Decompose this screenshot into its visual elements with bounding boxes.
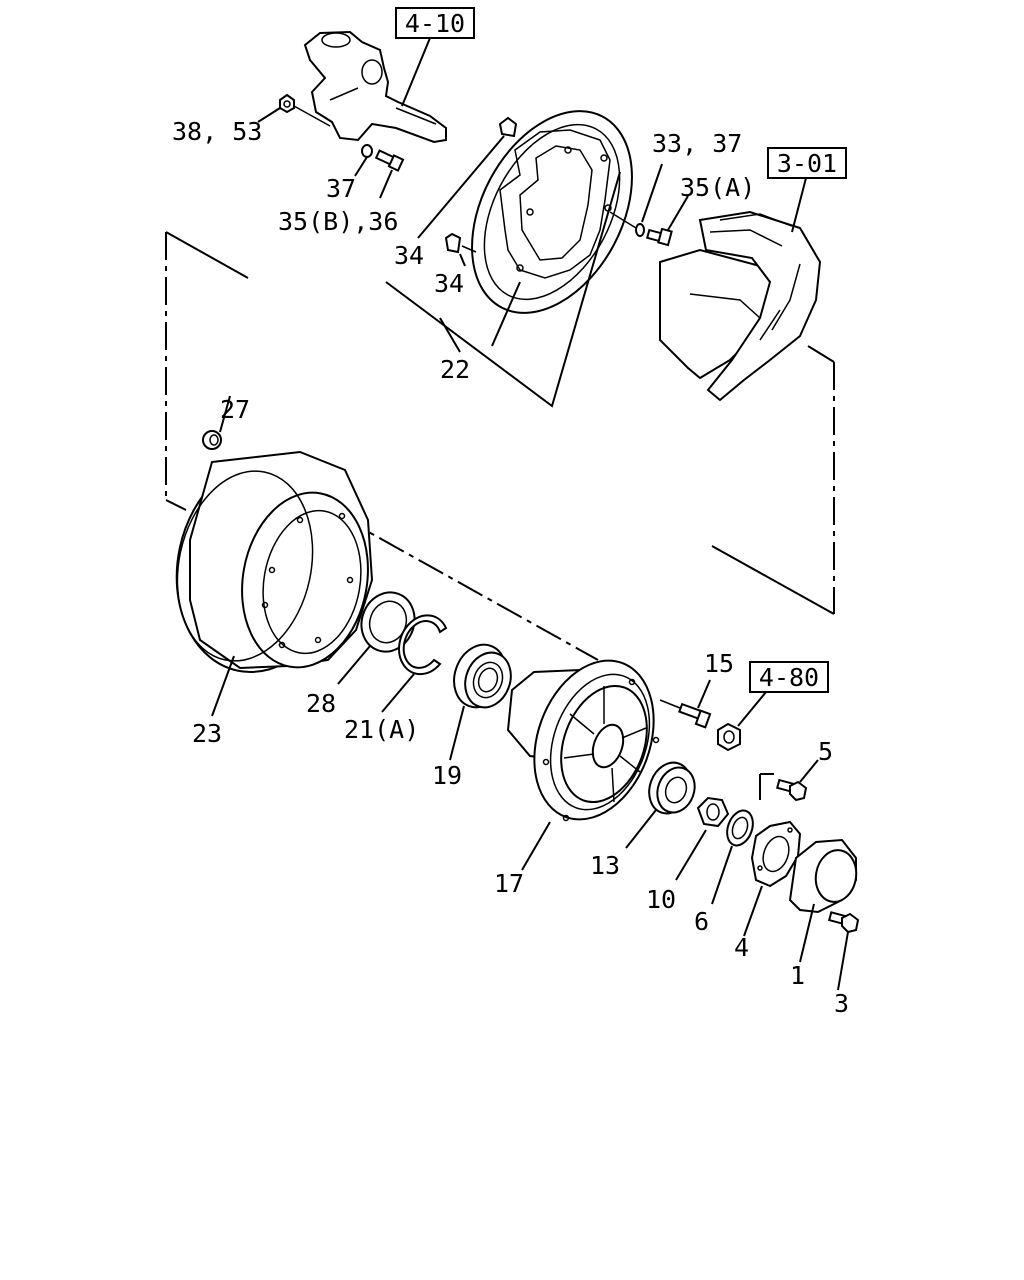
bolt-35b-36 [374, 149, 405, 172]
brake-shoe-assembly [659, 210, 822, 402]
label-23: 23 [192, 719, 222, 748]
washer-33-37 [635, 223, 645, 237]
label-35a: 35(A) [680, 173, 755, 202]
nut-38-53 [279, 93, 295, 114]
backing-plate [471, 110, 633, 314]
label-5: 5 [818, 737, 833, 766]
label-27: 27 [220, 395, 250, 424]
label-33-37: 33, 37 [652, 129, 742, 158]
bearing-19 [453, 643, 512, 709]
label-4: 4 [734, 933, 749, 962]
label-10: 10 [646, 885, 676, 914]
bolt-35a [646, 227, 673, 247]
steering-knuckle [303, 30, 447, 144]
label-37: 37 [326, 174, 356, 203]
bearing-13 [648, 761, 696, 815]
brake-drum [175, 450, 374, 674]
label-19: 19 [432, 761, 462, 790]
clip-34-lower [444, 232, 462, 254]
ref-4-10-text: 4-10 [405, 9, 465, 38]
washer-27 [202, 430, 222, 450]
ref-box-4-80[interactable]: 4-80 [749, 661, 829, 693]
washer-37 [361, 144, 373, 158]
ref-box-4-10[interactable]: 4-10 [395, 7, 475, 39]
label-28: 28 [306, 689, 336, 718]
hub-bolt-15 [678, 702, 712, 729]
label-3: 3 [834, 989, 849, 1018]
bolt-3 [827, 911, 860, 934]
wheel-nut [717, 722, 741, 752]
label-1: 1 [790, 961, 805, 990]
label-38-53: 38, 53 [172, 117, 262, 146]
ref-4-80-text: 4-80 [759, 663, 819, 692]
label-35b-36: 35(B),36 [278, 207, 398, 236]
label-6: 6 [694, 907, 709, 936]
label-13: 13 [590, 851, 620, 880]
snap-ring-21a [398, 614, 448, 676]
hub-cap-1 [788, 838, 858, 914]
lock-washer-6 [726, 809, 754, 847]
lock-nut-10 [696, 796, 730, 828]
label-34-upper: 34 [394, 241, 424, 270]
label-15: 15 [704, 649, 734, 678]
label-34-lower: 34 [434, 269, 464, 298]
label-21a: 21(A) [344, 715, 419, 744]
ref-3-01-text: 3-01 [777, 149, 837, 178]
label-17: 17 [494, 869, 524, 898]
gasket-4 [750, 820, 802, 888]
clip-34-upper [498, 116, 518, 138]
bolt-5 [776, 778, 808, 802]
assembly-guide-lines [165, 231, 835, 800]
ref-box-3-01[interactable]: 3-01 [767, 147, 847, 179]
label-22: 22 [440, 355, 470, 384]
wheel-hub [506, 659, 660, 822]
